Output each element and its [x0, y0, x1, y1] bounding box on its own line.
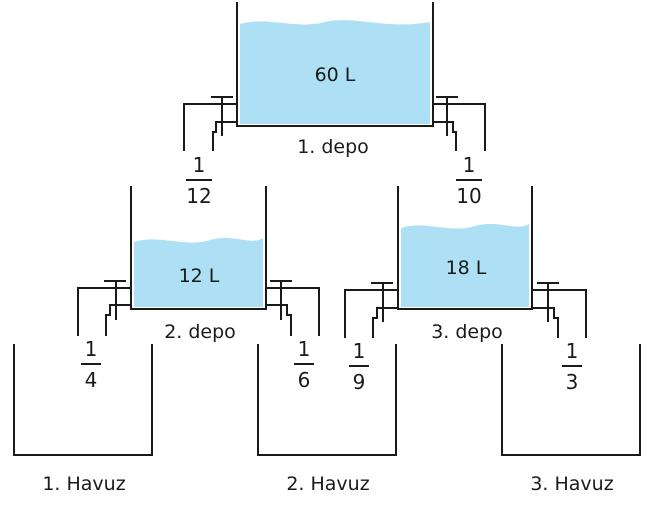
- fraction-depo3-right-num: 1: [566, 339, 579, 363]
- tank-3-volume: 18 L: [446, 257, 487, 279]
- fraction-depo1-right-den: 10: [456, 184, 481, 208]
- tank-1-walls: [236, 2, 434, 127]
- pool-1: 1. Havuz: [13, 344, 153, 495]
- fraction-depo3-right-den: 3: [566, 370, 579, 394]
- tank-2-right-valve: [270, 280, 292, 320]
- fraction-depo3-left-num: 1: [353, 339, 366, 363]
- tank-1-right-pipe: [433, 103, 486, 151]
- tank-1-label: 1. depo: [297, 136, 369, 158]
- tank-3-walls: [397, 186, 533, 310]
- tank-2-label: 2. depo: [164, 321, 236, 343]
- tank-3-left-pipe: [344, 289, 398, 338]
- fraction-depo1-right: 1 10: [456, 153, 482, 208]
- tank-3-left-valve: [371, 282, 393, 322]
- tank-2-left-pipe: [77, 287, 131, 336]
- tank-2-walls: [130, 186, 267, 310]
- pool-2-label: 2. Havuz: [286, 473, 369, 495]
- fraction-depo3-left-den: 9: [353, 370, 366, 394]
- fraction-depo2-left: 1 4: [81, 337, 101, 392]
- tank-1: 60 L 1. depo: [183, 2, 486, 158]
- tank-3-right-valve: [537, 282, 559, 322]
- fraction-depo2-right-num: 1: [298, 337, 311, 361]
- fraction-depo3-left: 1 9: [349, 339, 369, 394]
- tank-1-left-pipe: [183, 103, 237, 151]
- tank-2-water: [134, 237, 263, 307]
- tank-1-left-valve: [211, 96, 233, 136]
- fraction-depo2-right: 1 6: [294, 337, 314, 392]
- pool-3-label: 3. Havuz: [530, 473, 613, 495]
- fraction-depo1-left-den: 12: [186, 184, 211, 208]
- pool-1-walls: [13, 344, 153, 456]
- fraction-depo3-right: 1 3: [562, 339, 582, 394]
- fraction-depo2-left-den: 4: [85, 368, 98, 392]
- fraction-depo1-right-num: 1: [463, 153, 476, 177]
- tank-1-water: [240, 20, 430, 124]
- pool-2: 2. Havuz: [257, 344, 397, 495]
- tank-2-volume: 12 L: [179, 265, 220, 287]
- tank-2-left-valve: [104, 280, 126, 320]
- pool-1-label: 1. Havuz: [42, 473, 125, 495]
- fraction-depo1-left-num: 1: [193, 153, 206, 177]
- pool-3-walls: [501, 344, 641, 456]
- tank-1-volume: 60 L: [315, 64, 356, 86]
- fraction-depo2-right-den: 6: [298, 368, 311, 392]
- tank-3: 18 L 3. depo: [344, 186, 587, 343]
- pool-2-walls: [257, 344, 397, 456]
- fraction-depo1-left: 1 12: [186, 153, 212, 208]
- tank-2-right-pipe: [266, 287, 320, 336]
- fraction-depo2-left-num: 1: [85, 337, 98, 361]
- tank-2: 12 L 2. depo: [77, 186, 320, 343]
- tank-3-water: [401, 223, 529, 307]
- tank-3-right-pipe: [532, 289, 587, 338]
- pool-3: 3. Havuz: [501, 344, 641, 495]
- tank-1-right-valve: [436, 96, 458, 136]
- tank-3-label: 3. depo: [431, 321, 503, 343]
